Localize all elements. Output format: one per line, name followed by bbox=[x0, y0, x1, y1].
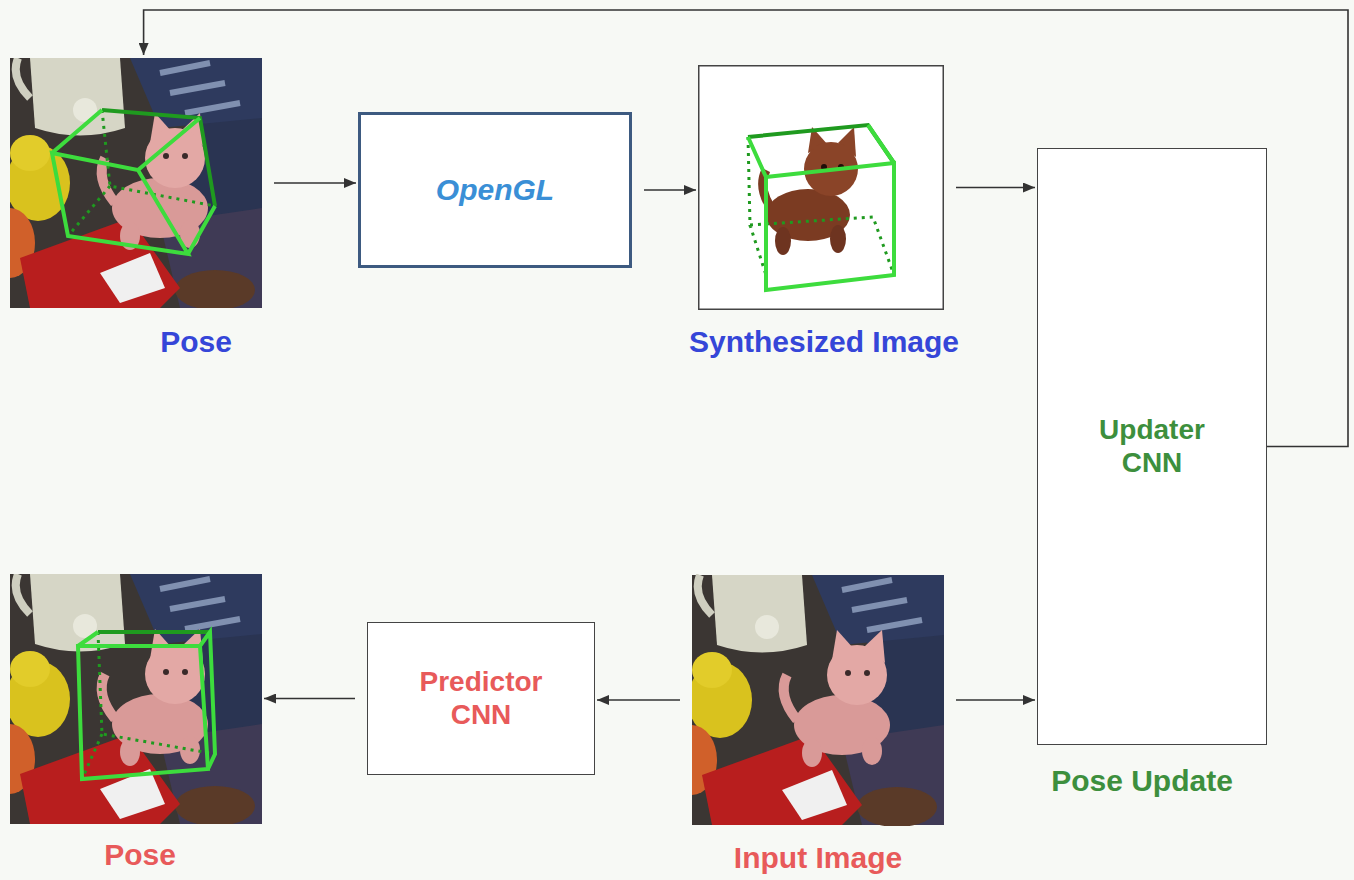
side-edges bbox=[52, 110, 215, 254]
pose-photo bbox=[10, 574, 262, 824]
flow-arrow bbox=[956, 699, 1035, 701]
pose-image: Pose bbox=[10, 574, 262, 824]
hidden-edges bbox=[82, 632, 215, 779]
wireframe-box bbox=[748, 125, 894, 290]
flow-arrow bbox=[597, 699, 680, 701]
back-edges bbox=[102, 110, 215, 206]
synthesized-render bbox=[698, 65, 944, 310]
render-frame bbox=[699, 66, 944, 310]
box-label: Updater CNN bbox=[1077, 414, 1227, 478]
caption-label: Pose bbox=[160, 327, 232, 357]
front-face bbox=[78, 646, 208, 779]
back-edges bbox=[98, 630, 210, 634]
caption-label: Synthesized Image bbox=[689, 327, 959, 357]
scene bbox=[10, 58, 262, 308]
input-photo bbox=[692, 574, 944, 826]
flow-arrow bbox=[274, 182, 356, 184]
cat-leg bbox=[830, 225, 846, 253]
cat-leg bbox=[775, 227, 791, 255]
box-label: Predictor CNN bbox=[396, 666, 566, 730]
front-face bbox=[52, 153, 188, 254]
updater-box: Updater CNNPose Update bbox=[1037, 148, 1267, 745]
scene bbox=[692, 575, 944, 826]
scene bbox=[10, 574, 262, 824]
synthesized-image: Synthesized Image bbox=[698, 65, 944, 310]
box-label: OpenGL bbox=[436, 173, 554, 208]
pose-photo bbox=[10, 58, 262, 308]
flow-arrow bbox=[956, 187, 1035, 189]
pose-image: Pose bbox=[10, 58, 262, 308]
side-edges bbox=[78, 632, 215, 769]
caption-label: Pose Update bbox=[1051, 766, 1233, 796]
side-edges bbox=[748, 125, 894, 177]
caption-label: Pose bbox=[104, 840, 176, 870]
front-face bbox=[766, 163, 894, 290]
flow-arrow bbox=[644, 189, 696, 191]
input-image: Input Image bbox=[692, 574, 944, 826]
predictor-box: Predictor CNN bbox=[367, 622, 595, 775]
renderer-box: OpenGL bbox=[358, 112, 632, 268]
wireframe-box bbox=[78, 632, 215, 779]
hidden-edges bbox=[748, 137, 894, 275]
flow-arrow bbox=[264, 698, 355, 700]
caption-label: Input Image bbox=[734, 843, 902, 873]
wireframe-box bbox=[52, 110, 215, 254]
